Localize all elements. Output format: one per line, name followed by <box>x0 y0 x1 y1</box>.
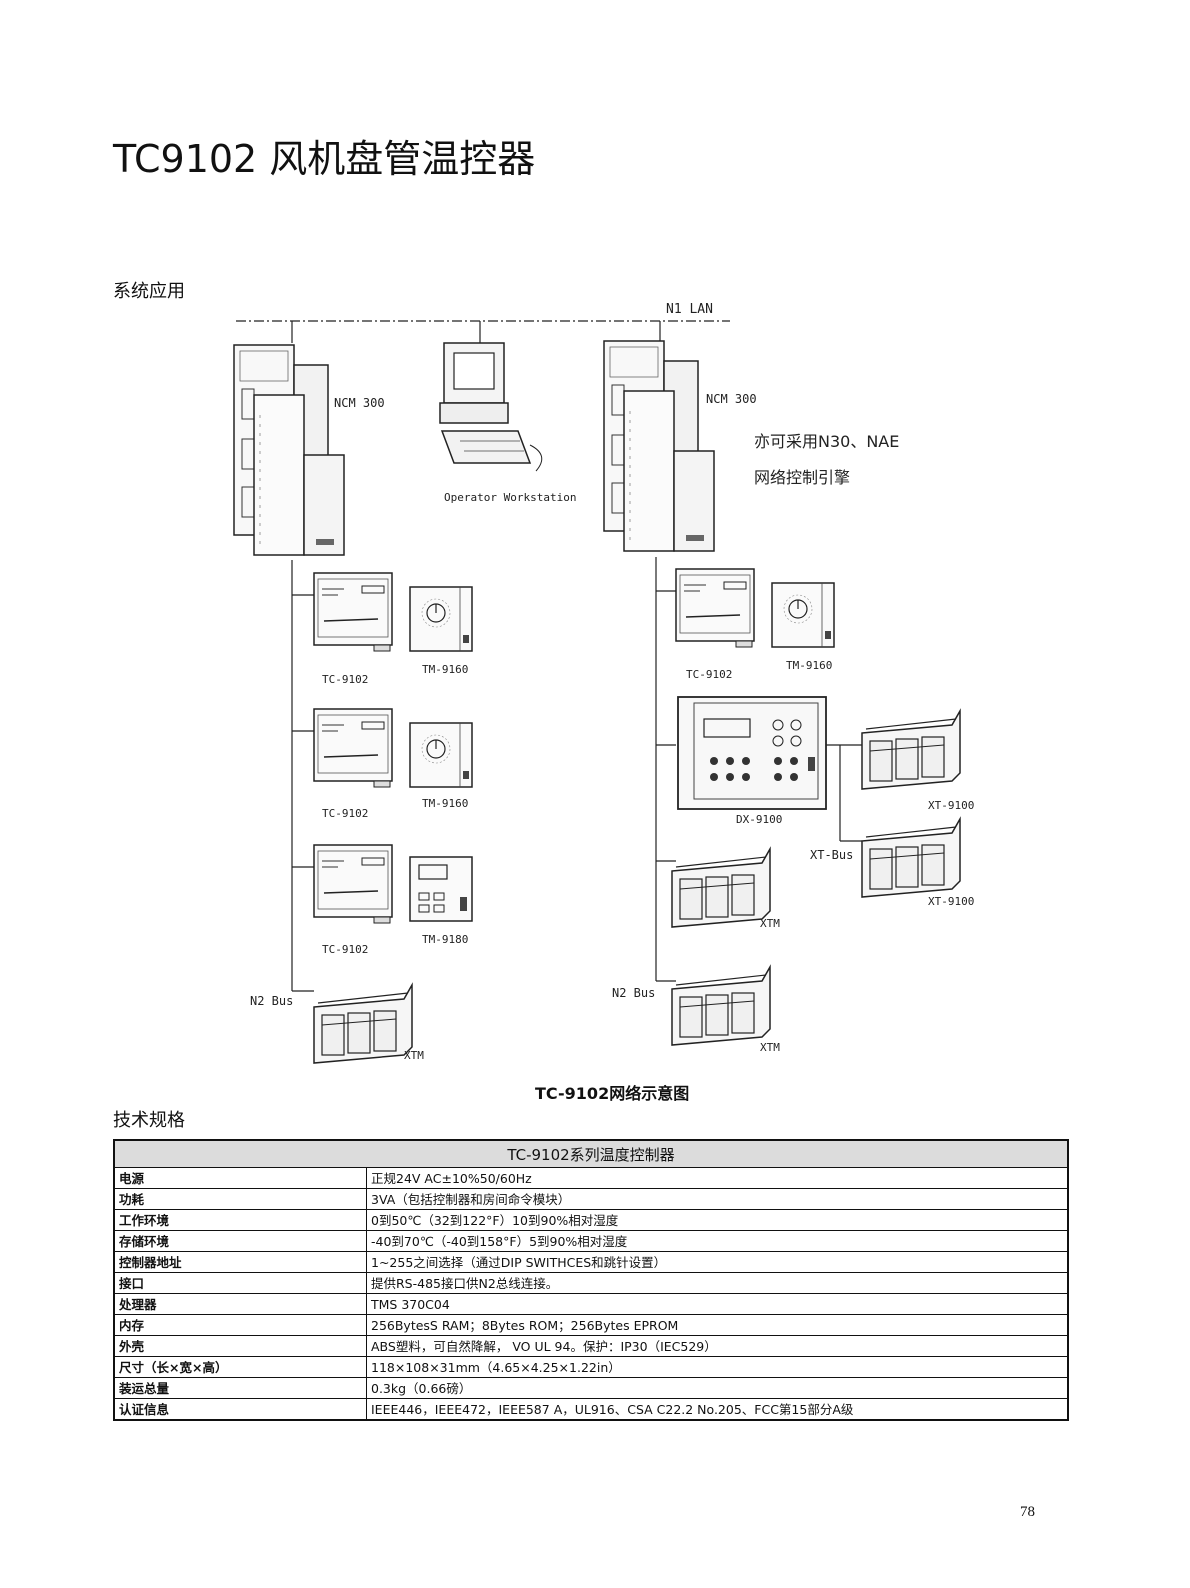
spec-value: 0到50℃（32到122°F）10到90%相对湿度 <box>366 1209 1069 1231</box>
xt9100-2-label: XT-9100 <box>928 895 974 908</box>
spec-value: 3VA（包括控制器和房间命令模块） <box>366 1188 1069 1210</box>
right-n2-bus-label: N2 Bus <box>612 986 655 1000</box>
ncm-right-label: NCM 300 <box>706 392 757 406</box>
spec-key: 工作环境 <box>113 1209 367 1231</box>
operator-workstation-label: Operator Workstation <box>444 491 576 504</box>
spec-key: 认证信息 <box>113 1398 367 1421</box>
spec-key: 尺寸（长×宽×高） <box>113 1356 367 1378</box>
tm9160-left-1 <box>409 586 473 652</box>
table-row: 电源正规24V AC±10%50/60Hz <box>113 1167 1069 1189</box>
network-diagram: N1 LAN NCM 300 Operator Workstation NCM … <box>233 302 974 1064</box>
xtm-left-label: XTM <box>404 1049 424 1062</box>
tc9102-left-2 <box>313 708 393 788</box>
xt9100-1 <box>861 710 961 790</box>
table-row: 存储环境-40到70℃（-40到158°F）5到90%相对湿度 <box>113 1230 1069 1252</box>
xt9100-2 <box>861 818 961 898</box>
tm9160-right <box>771 582 835 648</box>
note-line-1: 亦可采用N30、NAE <box>754 432 899 451</box>
ncm-right-device <box>603 340 715 552</box>
spec-key: 存储环境 <box>113 1230 367 1252</box>
spec-value: TMS 370C04 <box>366 1293 1069 1315</box>
xtm-right-2 <box>671 966 771 1046</box>
tc9102-left-1 <box>313 572 393 652</box>
spec-key: 接口 <box>113 1272 367 1294</box>
n1-lan-label: N1 LAN <box>666 302 713 317</box>
spec-key: 处理器 <box>113 1293 367 1315</box>
page-title: TC9102 风机盘管温控器 <box>113 137 536 181</box>
table-row: 尺寸（长×宽×高）118×108×31mm（4.65×4.25×1.22in） <box>113 1356 1069 1378</box>
spec-key: 控制器地址 <box>113 1251 367 1273</box>
tm9160-left-2 <box>409 722 473 788</box>
note-line-2: 网络控制引擎 <box>754 468 850 487</box>
dx9100-device <box>677 696 827 810</box>
tm9180-left-3 <box>409 856 473 922</box>
xt9100-1-label: XT-9100 <box>928 799 974 812</box>
spec-value: 1~255之间选择（通过DIP SWITHCES和跳针设置） <box>366 1251 1069 1273</box>
spec-value: IEEE446，IEEE472，IEEE587 A，UL916、CSA C22.… <box>366 1398 1069 1421</box>
ncm-left-label: NCM 300 <box>334 396 385 410</box>
spec-value: 提供RS-485接口供N2总线连接。 <box>366 1272 1069 1294</box>
spec-value: 正规24V AC±10%50/60Hz <box>366 1167 1069 1189</box>
spec-value: -40到70℃（-40到158°F）5到90%相对湿度 <box>366 1230 1069 1252</box>
tc9102-right <box>675 568 755 648</box>
tm9160-left-1-label: TM-9160 <box>422 663 468 676</box>
tm9160-right-label: TM-9160 <box>786 659 832 672</box>
spec-value: ABS塑料，可自然降解， VO UL 94。保护：IP30（IEC529） <box>366 1335 1069 1357</box>
spec-value: 0.3kg（0.66磅） <box>366 1377 1069 1399</box>
xtm-right-1-label: XTM <box>760 917 780 930</box>
tm9180-left-3-label: TM-9180 <box>422 933 468 946</box>
spec-value: 118×108×31mm（4.65×4.25×1.22in） <box>366 1356 1069 1378</box>
operator-workstation-device <box>439 342 543 472</box>
page-number: 78 <box>1020 1504 1035 1520</box>
tc9102-right-label: TC-9102 <box>686 668 732 681</box>
xt-bus-label: XT-Bus <box>810 848 853 862</box>
xtm-right-2-label: XTM <box>760 1041 780 1054</box>
section-tech-spec: 技术规格 <box>113 1110 185 1131</box>
diagram-caption: TC-9102网络示意图 <box>535 1084 690 1103</box>
spec-key: 电源 <box>113 1167 367 1189</box>
spec-key: 内存 <box>113 1314 367 1336</box>
table-row: 接口提供RS-485接口供N2总线连接。 <box>113 1272 1069 1294</box>
tc9102-left-3-label: TC-9102 <box>322 943 368 956</box>
tc9102-left-2-label: TC-9102 <box>322 807 368 820</box>
xtm-left <box>313 984 413 1064</box>
xtm-right-1 <box>671 848 771 928</box>
section-system-application: 系统应用 <box>113 281 185 302</box>
spec-key: 外壳 <box>113 1335 367 1357</box>
ncm-left-device <box>233 344 345 556</box>
spec-key: 功耗 <box>113 1188 367 1210</box>
spec-key: 装运总量 <box>113 1377 367 1399</box>
tm9160-left-2-label: TM-9160 <box>422 797 468 810</box>
tc9102-left-1-label: TC-9102 <box>322 673 368 686</box>
spec-value: 256BytesS RAM；8Bytes ROM；256Bytes EPROM <box>366 1314 1069 1336</box>
spec-table-header: TC-9102系列温度控制器 <box>113 1139 1069 1168</box>
tc9102-left-3 <box>313 844 393 924</box>
left-n2-bus-label: N2 Bus <box>250 994 293 1008</box>
dx9100-label: DX-9100 <box>736 813 782 826</box>
